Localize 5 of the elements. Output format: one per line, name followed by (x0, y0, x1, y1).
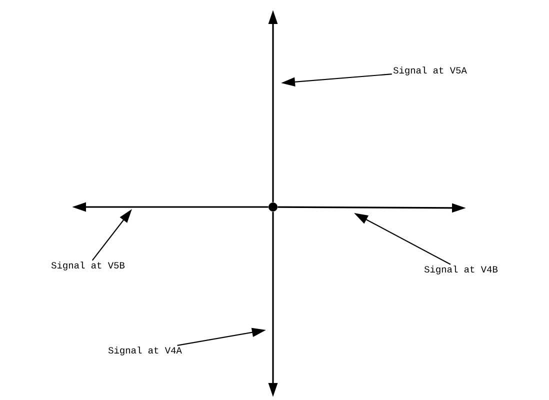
signal-label: Signal at V5B (51, 262, 125, 270)
signal-label: Signal at V5A (393, 66, 467, 76)
junction-dot (268, 202, 278, 212)
signal-label: Signal at V4A (108, 346, 182, 356)
signal-label: Signal at V4B (424, 266, 498, 274)
